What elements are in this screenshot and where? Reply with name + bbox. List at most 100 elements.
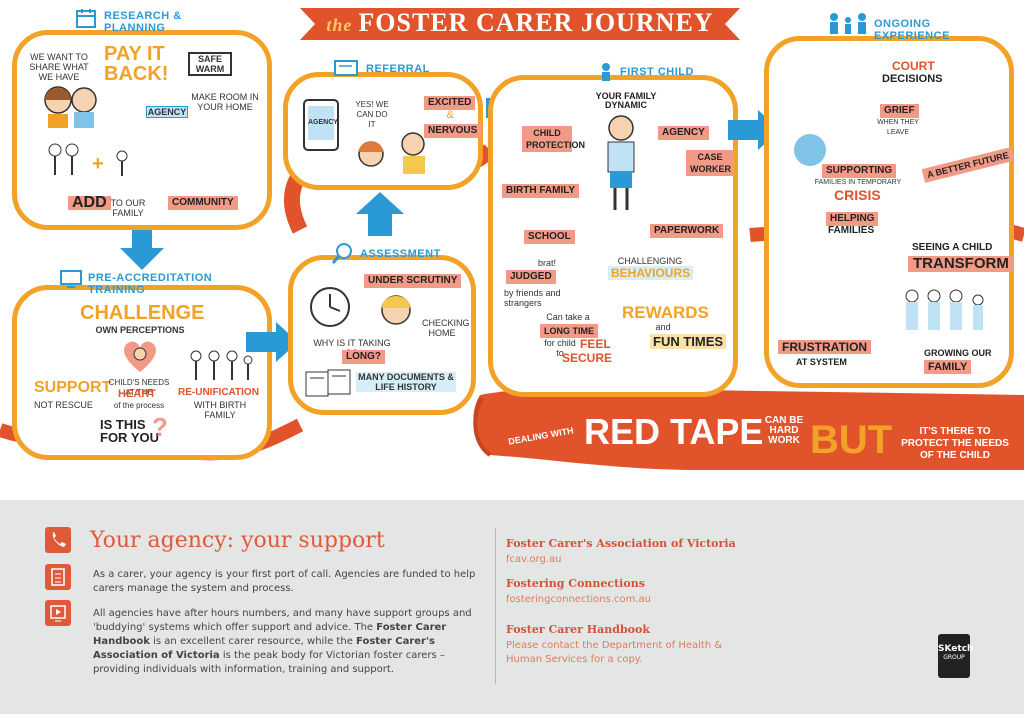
org-line-handbook-1: Please contact the Department of Health … <box>506 640 723 651</box>
can-take-text: Can take a <box>546 312 590 322</box>
checklist-icon <box>45 564 71 590</box>
supporting-hug <box>794 134 826 166</box>
under-scrutiny-tag: UNDER SCRUTINY <box>364 274 462 288</box>
svg-text:+: + <box>92 153 104 175</box>
safe-warm-text: SAFE WARM <box>188 52 232 76</box>
fc-agency-tag: AGENCY <box>658 126 709 140</box>
frustration-tag: FRUSTRATION <box>778 340 872 354</box>
family-tag: FAMILY <box>924 360 972 374</box>
people-illustration <box>358 132 425 174</box>
org-link-fcav[interactable]: fcav.org.au <box>506 554 562 565</box>
with-birth-text: with BIRTH FAMILY <box>193 400 247 420</box>
child-icon <box>602 63 610 81</box>
growing-our-text: GROWING OUR <box>924 348 992 358</box>
assessment-title: ASSESSMENT <box>360 248 441 260</box>
transform-tag: TRANSFORM <box>908 256 1014 272</box>
make-room-text: MAKE ROOM IN YOUR HOME <box>191 92 259 112</box>
birth-family-tag: BIRTH FAMILY <box>502 184 580 198</box>
panel-pre-accreditation <box>12 285 272 460</box>
secure-text: SECURE <box>562 351 613 365</box>
magnifier-icon <box>332 243 352 264</box>
paperwork-tag: PAPERWORK <box>650 224 724 238</box>
challenge-text: CHALLENGE <box>80 302 205 324</box>
clock-icon <box>310 287 350 327</box>
org-link-fostering[interactable]: fosteringconnections.com.au <box>506 594 651 605</box>
helping-tag: HELPING <box>826 212 879 226</box>
yes-text: YES! WE CAN DO IT <box>355 100 389 129</box>
info-para-2: All agencies have after hours numbers, a… <box>93 608 472 675</box>
sign-icon <box>334 60 358 76</box>
child-figure <box>607 115 635 210</box>
question-mark: ? <box>152 412 168 442</box>
screen-icon <box>60 270 82 288</box>
fun-times-text: FUN TIMES <box>650 334 727 349</box>
ongoing-title: ONGOING EXPERIENCE <box>874 18 950 42</box>
grief-tag: GRIEF <box>880 104 919 118</box>
add-tag: ADD <box>68 195 111 211</box>
family-icon <box>830 13 866 34</box>
heart-icon <box>124 341 156 372</box>
decisions-text: DECISIONS <box>882 73 943 85</box>
brat-text: brat! <box>537 258 556 268</box>
when-leave-text: WHEN THEY LEAVE <box>877 119 919 136</box>
arrow-down-1 <box>120 230 164 270</box>
challenging-text: CHALLENGING <box>617 256 683 266</box>
reunification-figures <box>190 350 253 380</box>
org-name-fcav: Foster Carer's Association of Victoria <box>506 537 736 550</box>
org-name-fostering: Fostering Connections <box>506 577 645 590</box>
court-text: COURT <box>892 59 935 73</box>
supporting-tag: SUPPORTING <box>822 164 897 178</box>
can-be-text: CAN BE HARD WORK <box>764 415 804 446</box>
pre-accreditation-title: PRE-ACCREDITATION TRAINING <box>88 272 213 296</box>
org-name-handbook: Foster Carer Handbook <box>506 623 650 636</box>
protect-text: IT'S THERE TO PROTECT THE NEEDS OF THE C… <box>901 426 1009 461</box>
families-temp-text: FAMILIES IN TEMPORARY <box>814 179 902 186</box>
family-dynamic-text: YOUR FAMILY DYNAMIC <box>595 91 657 110</box>
long-tag: LONG? <box>342 350 385 364</box>
community-tag: COMMUNITY <box>168 196 238 210</box>
not-rescue-text: NOT RESCUE <box>34 400 93 410</box>
red-tape-text: RED TAPE <box>584 411 764 452</box>
we-want-text: WE WANT TO SHARE WHAT WE HAVE <box>29 52 89 82</box>
panel-ongoing-experience <box>764 36 1014 388</box>
by-friends-text: by friends and strangers <box>504 288 561 308</box>
families-text: FAMILIES <box>828 225 875 236</box>
arrow-right-1 <box>246 322 298 362</box>
arrow-up-1 <box>356 192 404 236</box>
support-text: SUPPORT <box>34 379 112 396</box>
info-para-1: As a carer, your agency is your first po… <box>93 569 476 594</box>
info-section <box>0 500 1024 714</box>
video-icon <box>45 600 71 626</box>
at-system-text: AT SYSTEM <box>796 357 847 367</box>
phone-icon <box>45 527 71 553</box>
reunification-text: RE-UNIFICATION <box>178 387 259 398</box>
for-child-text: for child to <box>544 338 576 358</box>
own-perceptions-text: OWN PERCEPTIONS <box>95 325 185 335</box>
of-process-text: of the process <box>113 401 165 410</box>
feel-text: FEEL <box>580 337 611 351</box>
crisis-text: CRISIS <box>834 187 881 203</box>
family-group <box>905 289 984 330</box>
research-title: RESEARCH & PLANNING <box>104 10 182 34</box>
long-time-tag: LONG TIME <box>540 324 598 338</box>
judged-tag: JUDGED <box>506 270 556 284</box>
heart-word: HEART <box>118 388 156 400</box>
org-line-handbook-2: Human Services for a copy. <box>506 654 643 665</box>
calendar-icon <box>76 9 96 28</box>
sketch-group-logo: SKetch GROUP <box>938 634 973 678</box>
family-figures: + <box>48 143 128 176</box>
to-our-family-text: TO OUR FAMILY <box>110 198 146 218</box>
childs-needs-text: CHILD'S NEEDS at the <box>108 378 170 397</box>
info-divider <box>495 528 496 684</box>
many-documents-text: MANY DOCUMENTS & LIFE HISTORY <box>356 372 456 392</box>
rewards-text: REWARDS <box>622 303 709 322</box>
case-worker-tag: CASE WORKER <box>686 150 734 176</box>
agency-sign: AGENCY <box>146 106 188 118</box>
pay-it-back-text: PAY IT BACK! <box>104 43 169 85</box>
checking-home-text: CHECKING HOME <box>422 318 470 338</box>
referral-agency-text: AGENCY <box>308 119 338 126</box>
scrutiny-face <box>381 295 411 325</box>
title-banner <box>300 8 740 40</box>
